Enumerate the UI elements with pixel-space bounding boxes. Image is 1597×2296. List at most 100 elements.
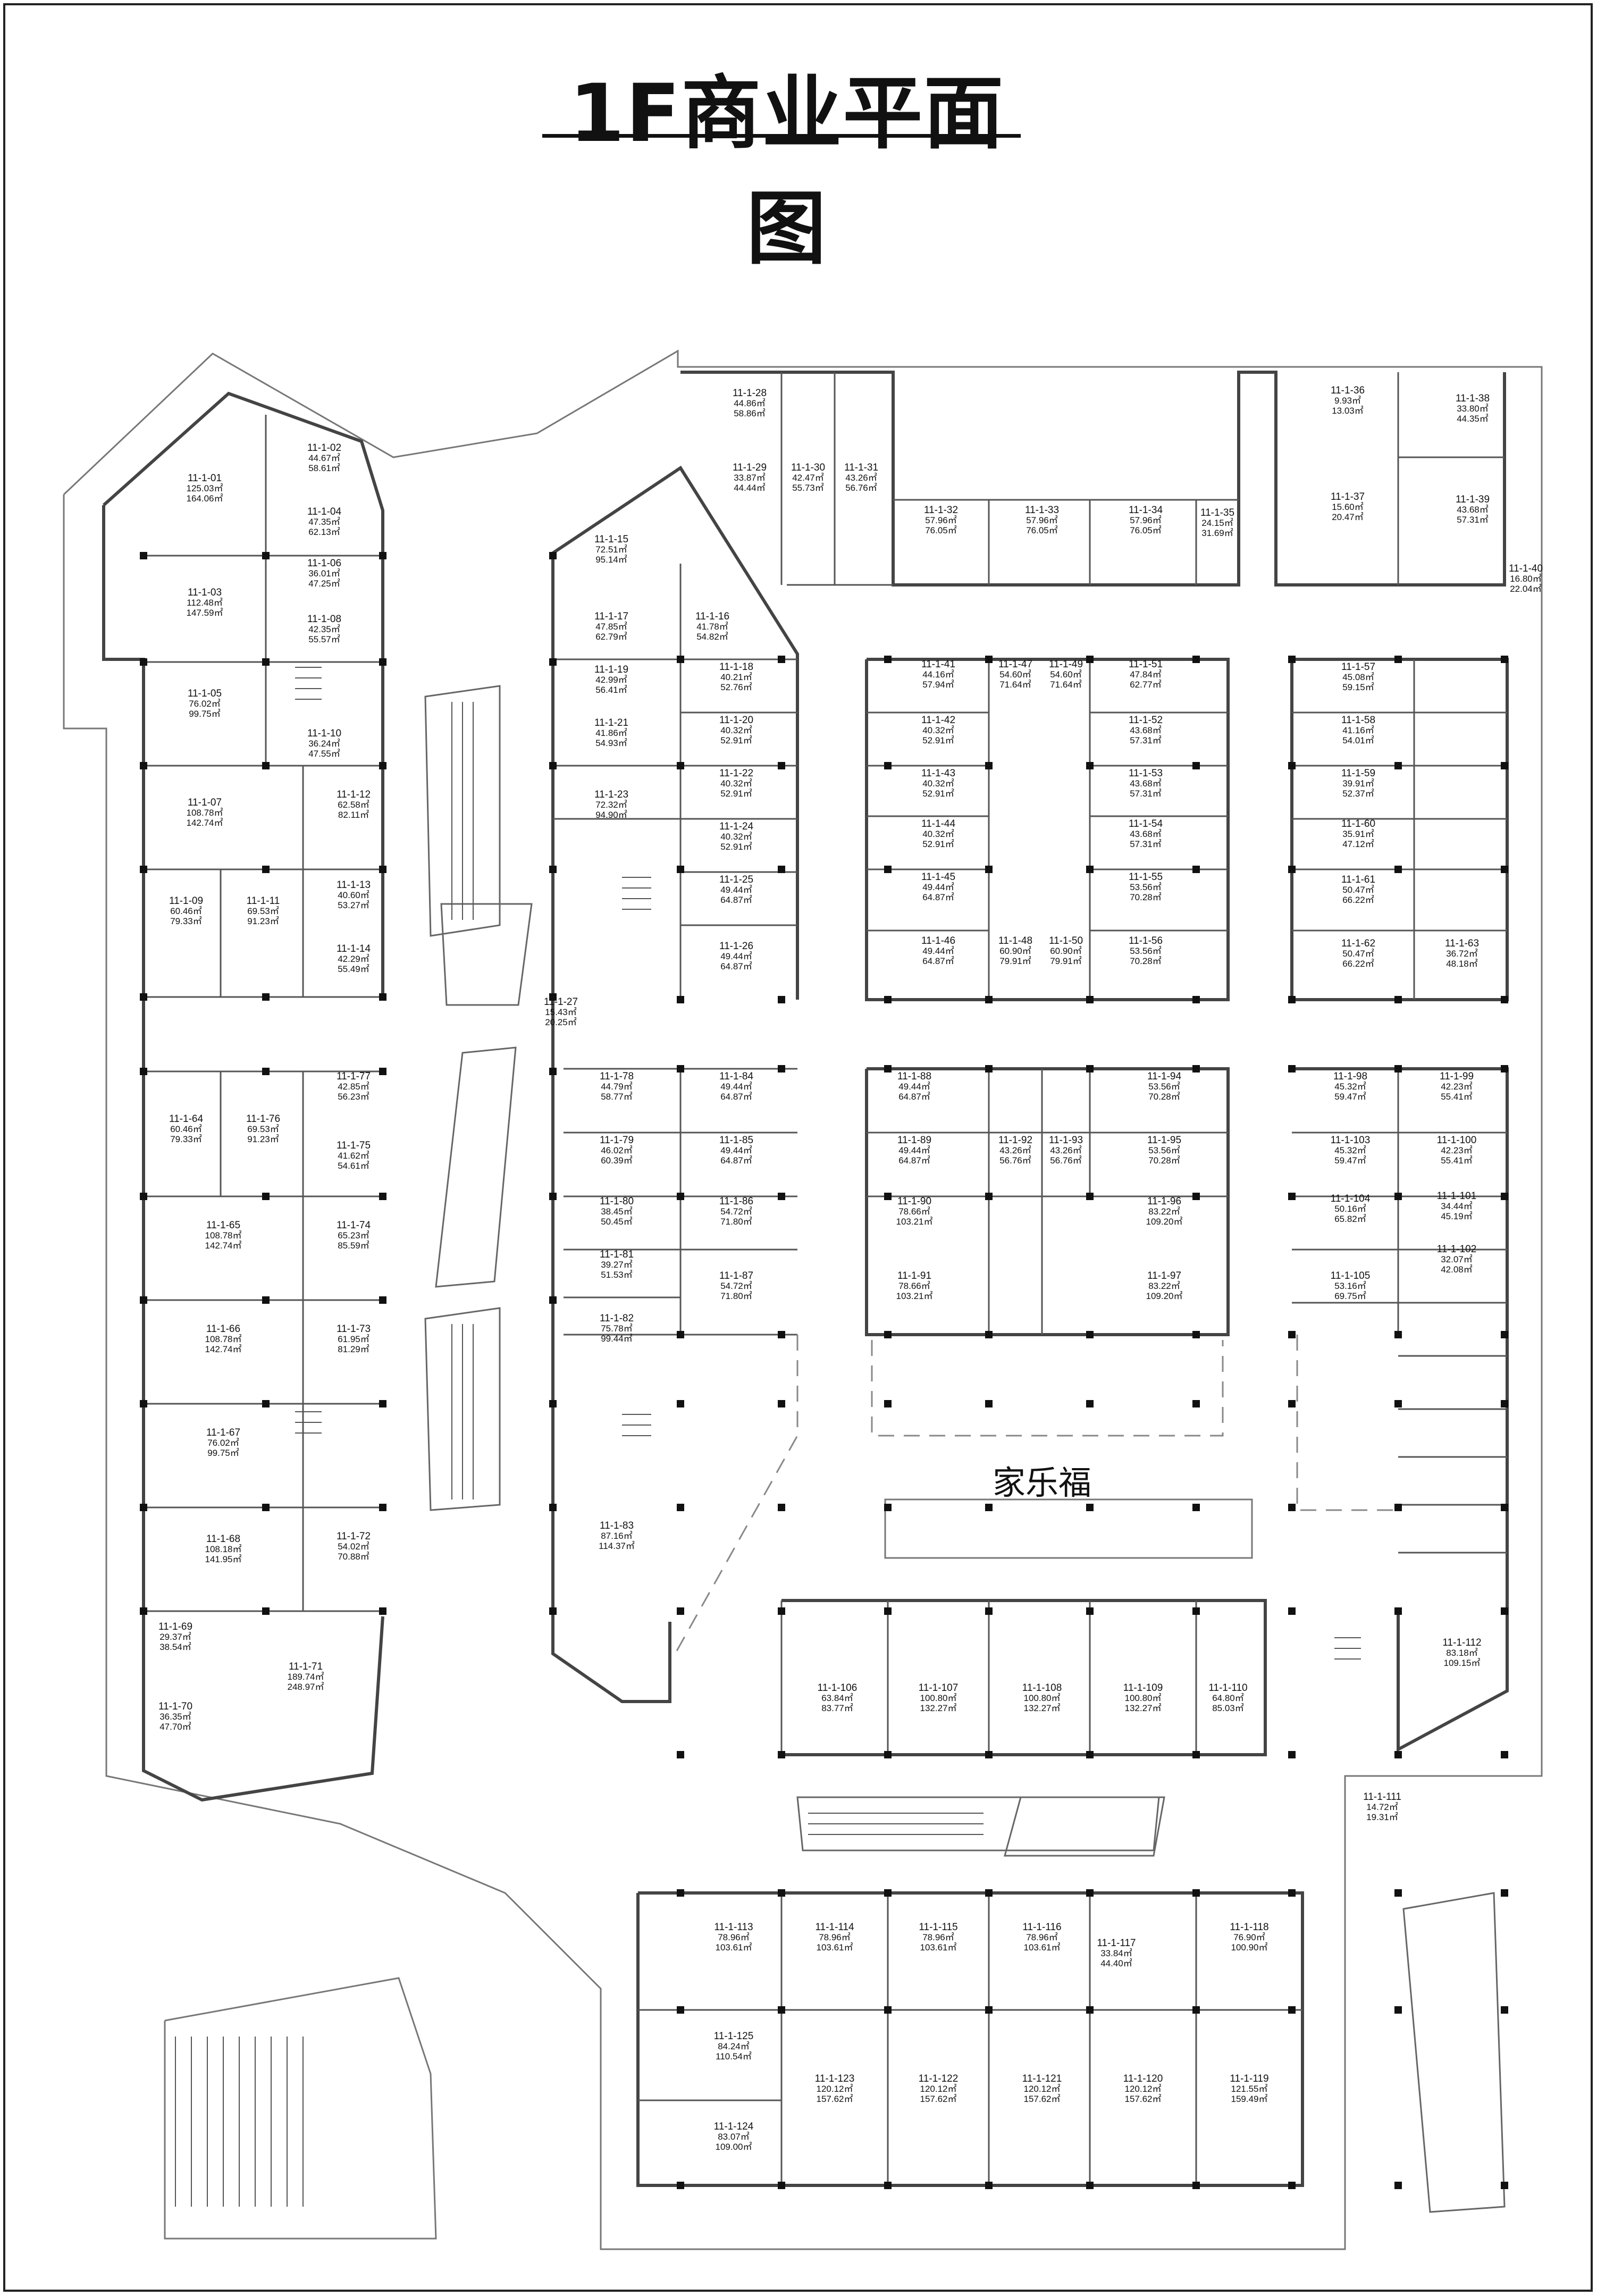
unit-id: 11-1-36 xyxy=(1331,385,1365,396)
unit-area-gross: 57.94㎡ xyxy=(922,680,954,690)
column xyxy=(985,1607,993,1615)
column xyxy=(1394,2006,1402,2014)
unit-area-gross: 64.87㎡ xyxy=(720,1092,752,1102)
unit-id: 11-1-115 xyxy=(919,1922,957,1933)
unit-area-gross: 164.06㎡ xyxy=(187,493,223,504)
unit-area-inner: 121.55㎡ xyxy=(1231,2084,1268,2094)
column xyxy=(1086,1065,1094,1072)
unit-id: 11-1-72 xyxy=(337,1531,371,1542)
unit-area-gross: 142.74㎡ xyxy=(205,1241,242,1251)
unit-area-gross: 64.87㎡ xyxy=(720,1155,752,1166)
unit-area-gross: 44.44㎡ xyxy=(734,483,766,493)
unit-id: 11-1-77 xyxy=(337,1071,371,1082)
unit-id: 11-1-75 xyxy=(337,1140,371,1151)
unit-area-inner: 38.45㎡ xyxy=(601,1206,633,1217)
column xyxy=(778,2006,785,2014)
unit-area-inner: 42.35㎡ xyxy=(308,624,340,634)
column xyxy=(1501,1331,1508,1338)
column xyxy=(985,996,993,1003)
column xyxy=(1394,1889,1402,1897)
unit-area-inner: 43.68㎡ xyxy=(1130,725,1162,735)
unit-area-inner: 44.86㎡ xyxy=(734,398,766,408)
building-walls xyxy=(102,371,1509,2187)
unit-area-gross: 142.74㎡ xyxy=(187,818,223,828)
column xyxy=(549,762,557,769)
north-wing-wall xyxy=(552,465,799,1000)
unit-area-gross: 54.82㎡ xyxy=(696,632,728,642)
column xyxy=(140,1400,147,1407)
column xyxy=(985,1751,993,1758)
unit-area-inner: 41.16㎡ xyxy=(1342,725,1374,735)
column xyxy=(884,2182,892,2189)
unit-area-inner: 42.29㎡ xyxy=(338,954,369,964)
column xyxy=(379,1068,386,1075)
unit-area-inner: 40.32㎡ xyxy=(720,778,752,789)
unit-area-inner: 15.60㎡ xyxy=(1332,502,1364,512)
unit-area-gross: 91.23㎡ xyxy=(247,1134,279,1144)
unit-area-inner: 36.72㎡ xyxy=(1446,949,1478,959)
column xyxy=(884,762,892,769)
unit-area-gross: 81.29㎡ xyxy=(338,1344,369,1354)
column xyxy=(677,1607,684,1615)
unit-id: 11-1-34 xyxy=(1129,505,1163,516)
unit-area-gross: 109.00㎡ xyxy=(716,2142,752,2152)
column xyxy=(1394,1751,1402,1758)
unit-area-gross: 147.59㎡ xyxy=(187,608,223,618)
unit-area-inner: 46.02㎡ xyxy=(601,1145,633,1155)
column xyxy=(1192,1331,1200,1338)
unit-area-gross: 103.21㎡ xyxy=(896,1291,933,1301)
column xyxy=(884,656,892,663)
column xyxy=(549,866,557,873)
unit-area-inner: 47.85㎡ xyxy=(595,622,627,632)
unit-area-inner: 120.12㎡ xyxy=(1125,2084,1162,2094)
unit-area-inner: 43.26㎡ xyxy=(845,473,877,483)
unit-id: 11-1-90 xyxy=(897,1196,931,1207)
unit-area-gross: 103.21㎡ xyxy=(896,1217,933,1227)
unit-area-gross: 157.62㎡ xyxy=(920,2094,957,2104)
column xyxy=(884,1400,892,1407)
unit-area-gross: 157.62㎡ xyxy=(1024,2094,1061,2104)
column xyxy=(1501,1193,1508,1200)
unit-area-gross: 54.01㎡ xyxy=(1342,735,1374,745)
unit-area-gross: 70.28㎡ xyxy=(1130,956,1162,966)
unit-area-gross: 64.87㎡ xyxy=(922,956,954,966)
unit-area-gross: 55.41㎡ xyxy=(1441,1092,1473,1102)
column xyxy=(1086,1400,1094,1407)
column xyxy=(1288,762,1296,769)
column xyxy=(1192,762,1200,769)
unit-area-gross: 76.05㎡ xyxy=(925,525,957,535)
anchor-store-entrance xyxy=(884,1498,1253,1559)
unit-area-inner: 15.43㎡ xyxy=(545,1007,577,1017)
unit-id: 11-1-21 xyxy=(594,717,628,728)
unit-id: 11-1-23 xyxy=(594,789,628,800)
unit-id: 11-1-52 xyxy=(1129,715,1163,726)
page-title: 1F商业平面图 xyxy=(569,68,1005,275)
unit-area-inner: 34.44㎡ xyxy=(1441,1201,1473,1211)
unit-area-gross: 56.76㎡ xyxy=(999,1155,1031,1166)
east-block-b xyxy=(1292,1067,1509,1753)
unit-id: 11-1-59 xyxy=(1341,768,1375,779)
unit-area-gross: 110.54㎡ xyxy=(716,2051,752,2062)
column xyxy=(1288,1193,1296,1200)
unit-area-gross: 64.87㎡ xyxy=(720,961,752,971)
unit-area-inner: 49.44㎡ xyxy=(720,1082,752,1092)
